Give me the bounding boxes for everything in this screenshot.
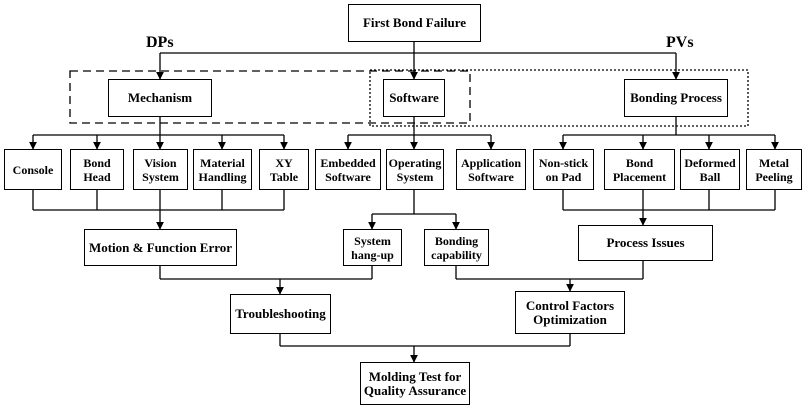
node-motion-function-error: Motion & Function Error xyxy=(84,229,237,266)
node-first-bond-failure: First Bond Failure xyxy=(348,4,481,42)
node-operating-system: Operating System xyxy=(386,149,444,190)
node-bond-placement: Bond Placement xyxy=(604,149,675,190)
node-xy-table: XY Table xyxy=(259,149,309,190)
node-metal-peeling: Metal Peeling xyxy=(746,149,802,190)
node-embedded-software: Embedded Software xyxy=(315,149,381,190)
node-troubleshooting: Troubleshooting xyxy=(230,294,331,334)
node-application-software: Application Software xyxy=(456,149,526,190)
pvs-label: PVs xyxy=(666,34,694,51)
dps-label: DPs xyxy=(146,34,174,51)
node-deformed-ball: Deformed Ball xyxy=(680,149,740,190)
node-process-issues: Process Issues xyxy=(578,225,713,261)
node-bonding-capability: Bonding capability xyxy=(424,229,489,266)
node-vision-system: Vision System xyxy=(133,149,188,190)
node-material-handling: Material Handling xyxy=(193,149,252,190)
node-bond-head: Bond Head xyxy=(70,149,124,190)
node-mechanism: Mechanism xyxy=(108,79,212,117)
dps-dashed-region xyxy=(69,70,471,124)
node-console: Console xyxy=(4,149,62,190)
node-bonding-process: Bonding Process xyxy=(624,79,728,117)
node-molding-test: Molding Test for Quality Assurance xyxy=(360,362,470,405)
pvs-dotted-region xyxy=(369,69,749,127)
node-control-factors-optimization: Control Factors Optimization xyxy=(515,291,625,334)
node-system-hang-up: System hang-up xyxy=(343,229,402,266)
node-software: Software xyxy=(383,79,445,117)
node-non-stick-on-pad: Non-stick on Pad xyxy=(533,149,594,190)
